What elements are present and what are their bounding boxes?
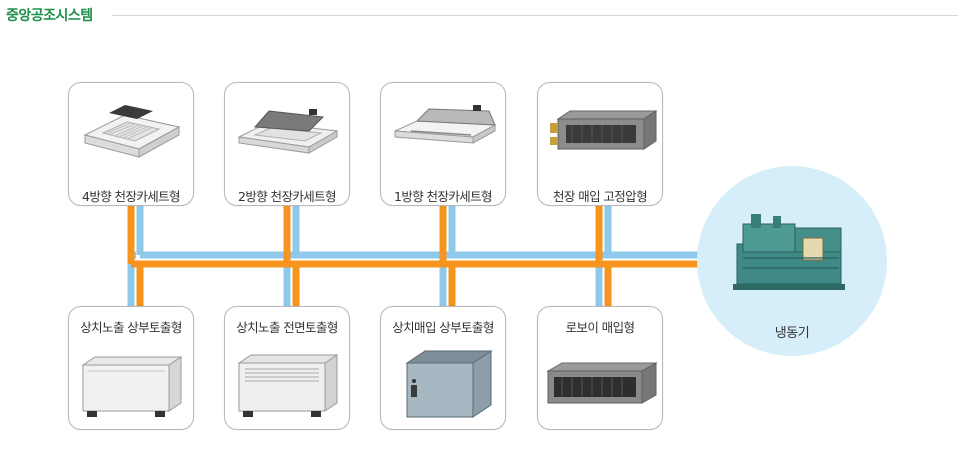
unit-card-floor-exposed-top: 상치노출 상부토출형 [68,306,194,430]
chiller-icon [733,214,845,290]
unit-label: 로보이 매입형 [565,320,635,335]
floor-exposed-front-icon [237,354,339,417]
unit-card-floor-concealed-top: 상치매입 상부토출형 [380,306,506,430]
two-way-cassette-icon [237,109,339,154]
unit-card-lowboy-concealed: 로보이 매입형 [537,306,663,430]
unit-label: 천장 매입 고정압형 [553,189,648,204]
unit-label: 1방향 천장카세트형 [394,189,493,204]
title-divider [112,15,958,16]
page-title: 중앙공조시스템 [6,8,93,24]
unit-card-one-way-cassette: 1방향 천장카세트형 [380,82,506,206]
chiller-node: 냉동기 [697,166,887,356]
unit-label: 2방향 천장카세트형 [238,189,337,204]
lowboy-concealed-icon [546,362,658,404]
four-way-cassette-icon [83,105,181,158]
one-way-cassette-icon [394,105,497,144]
unit-card-ceiling-duct: 천장 매입 고정압형 [537,82,663,206]
unit-card-four-way-cassette: 4방향 천장카세트형 [68,82,194,206]
floor-concealed-top-icon [405,350,493,418]
floor-exposed-top-icon [81,356,183,417]
unit-card-floor-exposed-front: 상치노출 전면토출형 [224,306,350,430]
chiller-label: 냉동기 [774,326,810,341]
unit-card-two-way-cassette: 2방향 천장카세트형 [224,82,350,206]
unit-label: 상치매입 상부토출형 [392,320,494,335]
ceiling-duct-icon [550,110,658,150]
unit-label: 상치노출 전면토출형 [236,320,338,335]
unit-label: 상치노출 상부토출형 [80,320,182,335]
unit-label: 4방향 천장카세트형 [82,189,181,204]
